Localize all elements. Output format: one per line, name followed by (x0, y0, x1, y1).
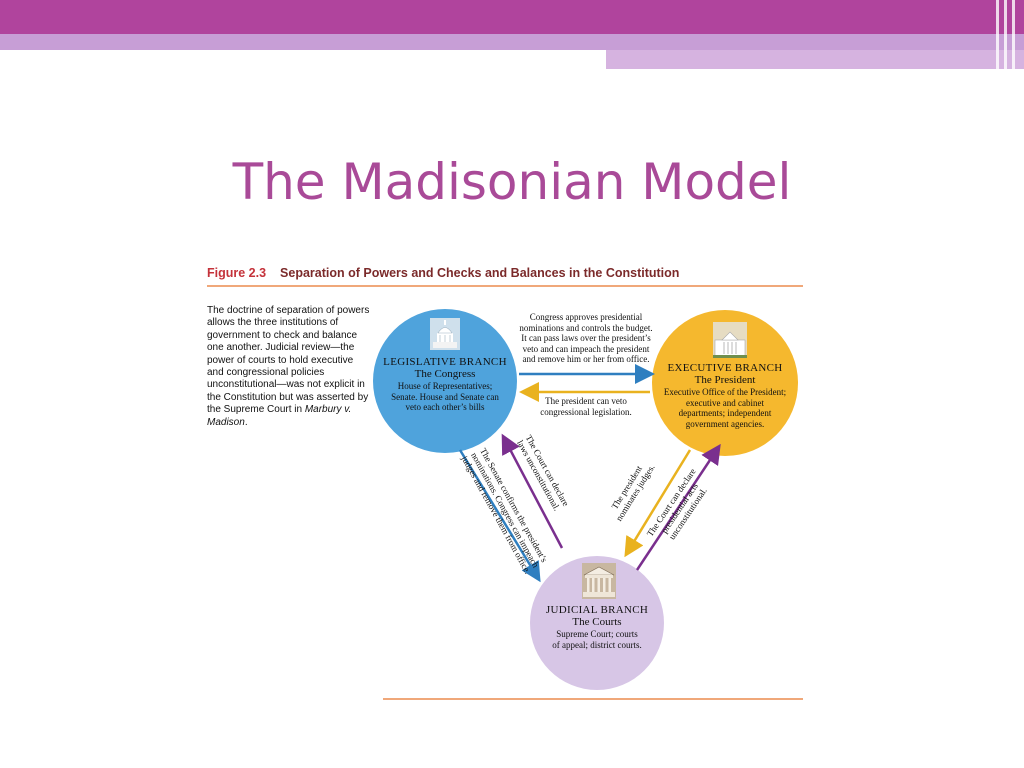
judicial-description: Supreme Court; courts of appeal; distric… (552, 629, 642, 650)
legislative-description: House of Representatives; Senate. House … (391, 381, 499, 412)
check-president-to-congress: The president can veto congressional leg… (540, 396, 632, 417)
white-house-icon (713, 322, 747, 363)
arrow-courts-to-president (635, 443, 721, 571)
judicial-label: JUDICIAL BRANCH The Courts Supreme Court… (538, 604, 656, 650)
legislative-subtitle: The Congress (414, 368, 476, 380)
slide-accent-tab (606, 50, 1024, 69)
figure-title: Separation of Powers and Checks and Bala… (280, 266, 680, 280)
supreme-court-icon (582, 563, 616, 604)
legislative-name: LEGISLATIVE BRANCH (383, 356, 507, 368)
arrow-congress-to-courts (458, 449, 541, 583)
executive-subtitle: The President (694, 374, 756, 386)
figure-header: Figure 2.3 Separation of Powers and Check… (207, 266, 807, 280)
header-stripe (1004, 0, 1007, 69)
header-stripe (1012, 0, 1015, 69)
figure-top-rule (207, 285, 803, 287)
legislative-label: LEGISLATIVE BRANCH The Congress House of… (380, 356, 510, 413)
slide-title: The Madisonian Model (232, 153, 792, 211)
arrow-president-to-courts (624, 449, 692, 558)
caption-text: The doctrine of separation of powers all… (207, 305, 370, 416)
executive-description: Executive Office of the President; execu… (663, 387, 787, 429)
check-congress-to-president: Congress approves presidential nominatio… (519, 312, 653, 364)
slide-subheader-bar (0, 34, 1024, 50)
arrow-courts-to-congress (501, 433, 564, 549)
executive-label: EXECUTIVE BRANCH The President Executive… (662, 362, 788, 429)
header-stripe (996, 0, 999, 69)
judicial-subtitle: The Courts (572, 616, 622, 628)
judicial-name: JUDICIAL BRANCH (545, 604, 649, 616)
caption-case-name: Marbury v. Madison (207, 404, 352, 428)
figure-bottom-rule (383, 698, 803, 700)
caption-end: . (244, 416, 248, 428)
slide-header-bar (0, 0, 1024, 34)
capitol-icon (430, 318, 460, 355)
executive-name: EXECUTIVE BRANCH (667, 362, 783, 374)
figure-caption: The doctrine of separation of powers all… (207, 305, 372, 429)
figure-number: Figure 2.3 (207, 266, 267, 280)
